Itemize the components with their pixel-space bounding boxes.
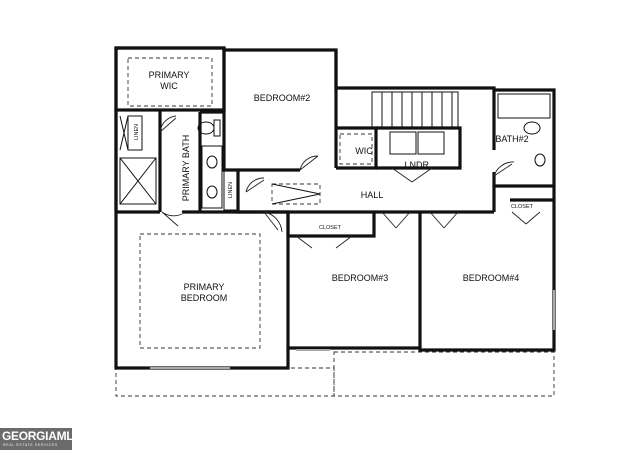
closet-hall-door <box>295 235 353 249</box>
lower-outline-left <box>115 367 335 397</box>
sink-lower <box>206 185 218 199</box>
wic-small-wall <box>336 126 378 170</box>
linen-upper-x <box>119 115 129 151</box>
hall-door-b1 <box>245 177 265 193</box>
label-bath2: BATH#2 <box>495 134 528 144</box>
label-linen-lower: LINEN <box>228 182 234 198</box>
primary-bedroom-wall <box>116 210 290 348</box>
brand-tagline: REAL ESTATE SERVICES <box>3 443 58 447</box>
wic-door <box>159 115 177 133</box>
label-hall: HALL <box>361 190 384 200</box>
vanity <box>201 145 223 209</box>
shower-x <box>119 157 157 205</box>
bedroom2-wall <box>222 50 338 172</box>
primary-bedroom-door <box>263 211 283 233</box>
bathtub <box>497 93 551 119</box>
toilet-bath2 <box>523 121 541 135</box>
brand-logo: GEORGIAMLS REAL ESTATE SERVICES <box>0 428 81 450</box>
sink-bath2 <box>534 153 546 167</box>
label-bedroom4: BEDROOM#4 <box>463 273 520 283</box>
washer <box>389 131 417 155</box>
label-linen-upper: LINEN <box>134 124 140 140</box>
label-closet-hall: CLOSET <box>319 225 342 231</box>
label-bedroom2: BEDROOM#2 <box>254 93 311 103</box>
closet-b4-door <box>511 211 541 225</box>
bath2-door <box>493 161 515 177</box>
bedroom3-door <box>381 211 411 229</box>
stair-treads <box>381 92 453 128</box>
attic-access-lines <box>271 183 321 205</box>
linen-cabinet-upper <box>127 115 143 151</box>
lower-outline-right <box>333 351 555 397</box>
brand-name: GEORGIAMLS <box>2 429 82 443</box>
bedroom2-door <box>299 155 319 171</box>
closet-hall-wall <box>286 212 376 238</box>
attic-access <box>271 183 321 205</box>
toilet-tank-primary <box>213 119 221 137</box>
primary-wic-shelf <box>127 57 213 107</box>
label-wic: WIC <box>355 146 373 156</box>
primary-bath-door <box>161 211 183 227</box>
closet-b4-wall <box>492 186 554 212</box>
label-lndr: LNDR. <box>404 160 431 170</box>
sink-upper <box>206 155 218 169</box>
stair-well <box>371 91 459 129</box>
laundry-door <box>391 167 433 183</box>
shower <box>119 157 157 205</box>
label-primary-bath: PRIMARY BATH <box>181 135 191 202</box>
label-closet-b4: CLOSET <box>511 204 534 210</box>
label-bedroom3: BEDROOM#3 <box>332 273 389 283</box>
primary-bath-wall <box>114 110 224 212</box>
tray-ceiling <box>139 233 261 349</box>
laundry-wall <box>376 126 462 170</box>
wic-small-shelf <box>339 133 373 165</box>
bedroom4-door <box>429 211 459 229</box>
dryer <box>417 131 445 155</box>
exterior-wall <box>114 46 556 370</box>
